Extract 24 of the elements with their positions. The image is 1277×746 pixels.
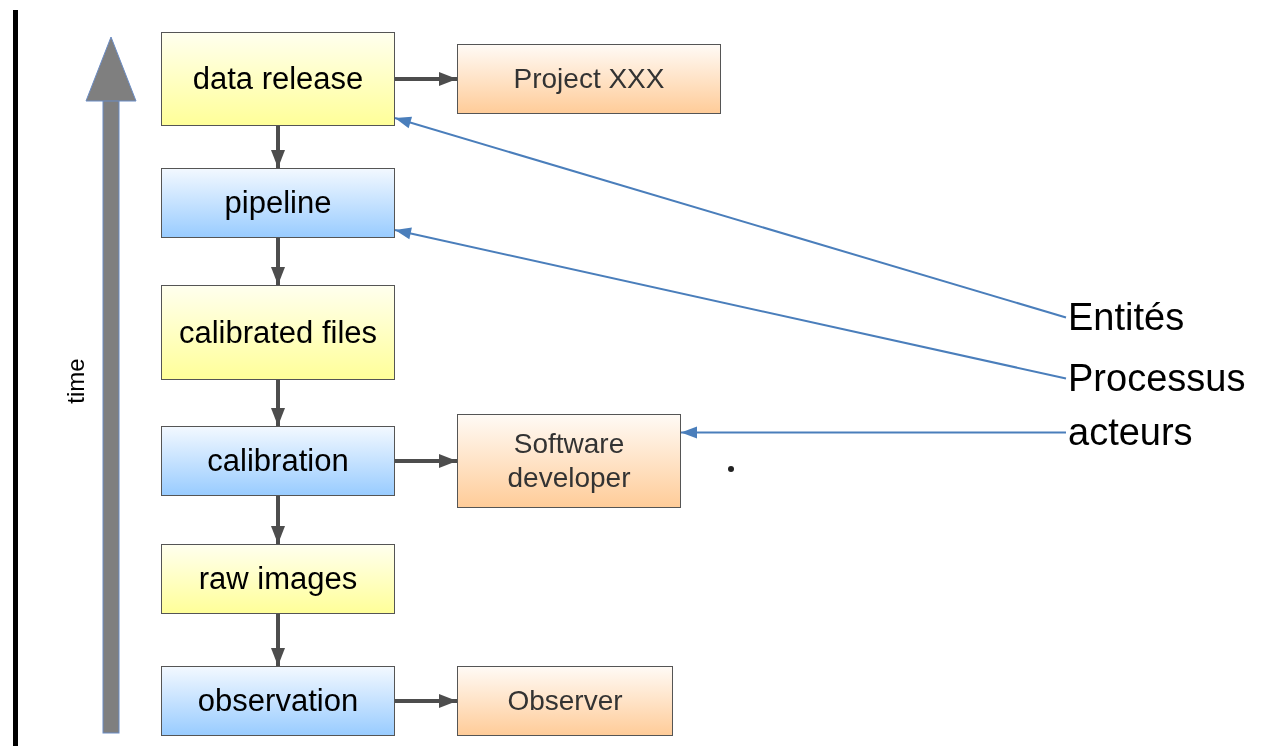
- actor-box: Observer: [457, 666, 673, 736]
- arrow: [271, 126, 285, 168]
- entity-box: calibrated files: [161, 285, 395, 380]
- arrow: [271, 614, 285, 666]
- annotation-text: Entités: [1068, 296, 1185, 339]
- leader-line: [394, 227, 1067, 380]
- leader-line: [680, 426, 1067, 439]
- process-box: calibration: [161, 426, 395, 496]
- arrow: [395, 72, 457, 86]
- arrow: [395, 454, 457, 468]
- actor-box: Project XXX: [457, 44, 721, 114]
- annotation-text: Processus: [1068, 357, 1246, 400]
- entity-box: raw images: [161, 544, 395, 614]
- leader-line: [394, 116, 1067, 319]
- axis-label: time: [62, 358, 90, 404]
- process-box: pipeline: [161, 168, 395, 238]
- arrow: [395, 694, 457, 708]
- arrow: [271, 496, 285, 544]
- process-box: observation: [161, 666, 395, 736]
- annotation-text: acteurs: [1068, 411, 1193, 454]
- entity-box: data release: [161, 32, 395, 126]
- arrow: [271, 238, 285, 285]
- arrow: [271, 380, 285, 426]
- actor-box: Software developer: [457, 414, 681, 508]
